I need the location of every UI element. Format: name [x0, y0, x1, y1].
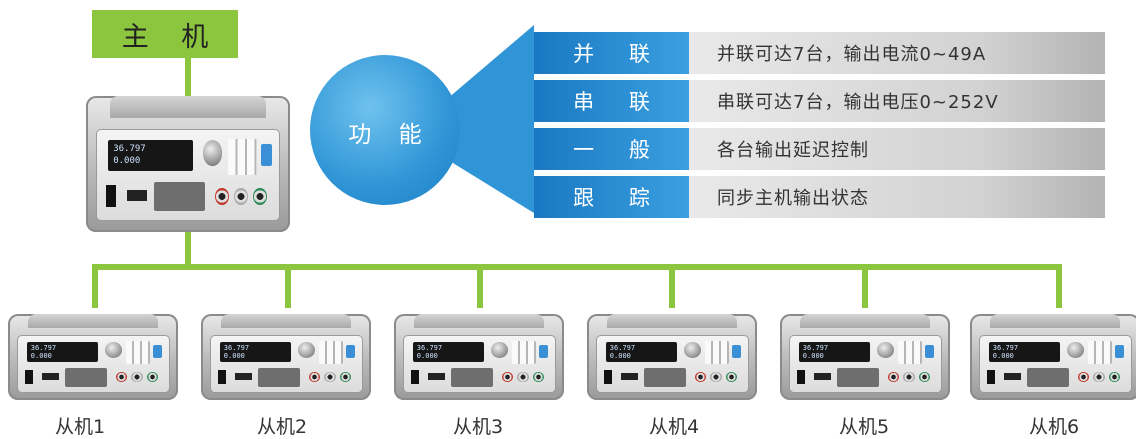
slave-device-4: 36.797 0.000 [587, 314, 757, 400]
slave-label-3: 从机3 [452, 416, 504, 438]
master-connector-bottom [185, 232, 191, 270]
master-label: 主 机 [92, 10, 238, 58]
master-device: 36.797 0.000 [86, 96, 290, 232]
feature-desc: 同步主机输出状态 [689, 176, 1105, 218]
slave-device-5: 36.797 0.000 [780, 314, 950, 400]
slave-label-1: 从机1 [54, 416, 106, 438]
drop-line-2 [285, 264, 291, 308]
feature-key: 一 般 [534, 128, 689, 170]
slave-device-6: 36.797 0.000 [970, 314, 1136, 400]
slave-device-1: 36.797 0.000 [8, 314, 178, 400]
feature-row-parallel: 并 联 并联可达7台，输出电流0~49A [534, 32, 1105, 74]
slave-device-2: 36.797 0.000 [201, 314, 371, 400]
slave-label-5: 从机5 [838, 416, 890, 438]
drop-line-4 [669, 264, 675, 308]
feature-key: 串 联 [534, 80, 689, 122]
feature-desc: 各台输出延迟控制 [689, 128, 1105, 170]
drop-line-5 [862, 264, 868, 308]
function-bubble-label: 功 能 [348, 122, 432, 148]
feature-key: 跟 踪 [534, 176, 689, 218]
drop-line-6 [1056, 264, 1062, 308]
master-connector-top [185, 58, 191, 96]
feature-wedge [440, 25, 534, 213]
feature-row-general: 一 般 各台输出延迟控制 [534, 128, 1105, 170]
slave-label-4: 从机4 [648, 416, 700, 438]
feature-desc: 并联可达7台，输出电流0~49A [689, 32, 1105, 74]
slave-label-6: 从机6 [1028, 416, 1080, 438]
feature-row-tracking: 跟 踪 同步主机输出状态 [534, 176, 1105, 218]
slave-device-3: 36.797 0.000 [394, 314, 564, 400]
drop-line-1 [92, 264, 98, 308]
drop-line-3 [477, 264, 483, 308]
function-bubble [310, 55, 460, 205]
feature-desc: 串联可达7台，输出电压0~252V [689, 80, 1105, 122]
bus-line [92, 264, 1062, 270]
feature-key: 并 联 [534, 32, 689, 74]
slave-label-2: 从机2 [256, 416, 308, 438]
feature-row-series: 串 联 串联可达7台，输出电压0~252V [534, 80, 1105, 122]
